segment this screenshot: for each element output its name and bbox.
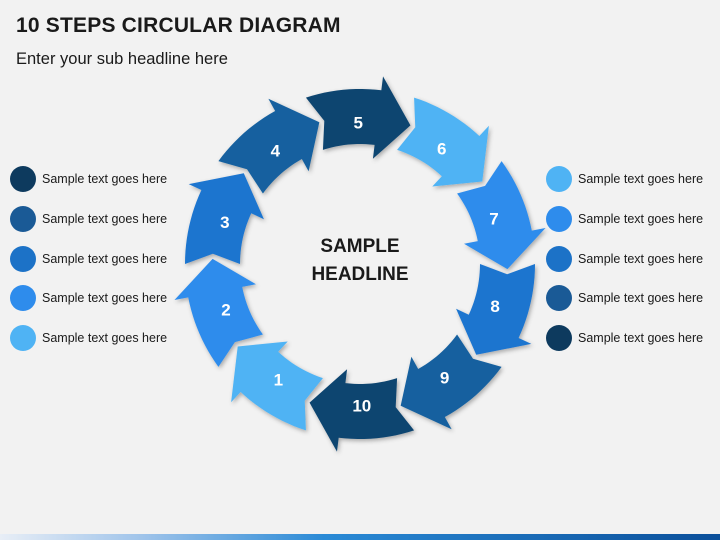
legend-dot: [10, 285, 36, 312]
step-arrow-4: [218, 98, 320, 194]
step-labels: 1 2 3 4 5 6 7 8 9 10: [220, 114, 500, 416]
legend-item: Sample text goes here: [10, 325, 168, 352]
legend-item: Sample text goes here: [10, 285, 168, 312]
legend-dot: [10, 205, 36, 232]
step-arrow-1: [231, 341, 323, 431]
step-label-9: 9: [440, 368, 449, 387]
legend-text: Sample text goes here: [578, 211, 704, 226]
step-label-10: 10: [352, 397, 371, 416]
page-subtitle: Enter your sub headline here: [16, 50, 228, 68]
legend-text: Sample text goes here: [578, 172, 704, 186]
legend-text: Sample text goes here: [578, 291, 704, 306]
legend-dot: [546, 205, 572, 232]
footer-bar: [0, 534, 720, 540]
legend-dot: [10, 325, 36, 352]
step-arrow-2: [174, 258, 263, 367]
legend-item: Sample text goes here: [10, 205, 168, 232]
step-label-5: 5: [353, 114, 362, 133]
legend-text: Sample text goes here: [42, 172, 168, 186]
legend-dot: [546, 325, 572, 352]
step-label-8: 8: [490, 297, 499, 316]
center-headline-line-2: HEADLINE: [311, 264, 408, 285]
step-arrow-10: [309, 369, 415, 452]
center-headline-line-1: SAMPLE: [320, 236, 399, 257]
step-arrows: [174, 76, 546, 452]
step-label-3: 3: [220, 213, 229, 232]
legend-item: Sample text goes here: [546, 205, 704, 232]
step-label-6: 6: [437, 140, 446, 159]
legend-item: Sample text goes here: [546, 325, 704, 352]
legend-text: Sample text goes here: [42, 291, 168, 306]
legend-text: Sample text goes here: [42, 331, 168, 346]
step-arrow-3: [185, 173, 264, 264]
step-label-2: 2: [221, 300, 230, 319]
step-label-4: 4: [271, 142, 281, 161]
legend-dot: [546, 166, 572, 192]
step-arrow-5: [305, 76, 411, 159]
legend-text: Sample text goes here: [578, 251, 704, 266]
legend-right: Sample text goes here Sample text goes h…: [546, 166, 703, 365]
legend-item: Sample text goes here: [10, 245, 168, 272]
step-label-7: 7: [489, 210, 498, 229]
step-arrow-9: [400, 334, 502, 430]
step-arrow-8: [456, 264, 535, 355]
legend-dot: [10, 245, 36, 272]
legend-text: Sample text goes here: [42, 251, 168, 266]
page-title: 10 STEPS CIRCULAR DIAGRAM: [16, 14, 341, 37]
legend-dot: [546, 285, 572, 312]
legend-text: Sample text goes here: [42, 211, 168, 226]
legend-item: Sample text goes here: [546, 166, 703, 192]
step-arrow-7: [457, 161, 546, 270]
legend-item: Sample text goes here: [546, 245, 704, 272]
step-label-1: 1: [274, 371, 283, 390]
legend-dot: [546, 245, 572, 272]
legend-dot: [10, 166, 36, 192]
legend-left: Sample text goes here Sample text goes h…: [10, 166, 167, 365]
step-arrow-6: [397, 97, 489, 187]
legend-item: Sample text goes here: [10, 166, 167, 192]
legend-text: Sample text goes here: [578, 331, 704, 346]
legend-item: Sample text goes here: [546, 285, 704, 312]
